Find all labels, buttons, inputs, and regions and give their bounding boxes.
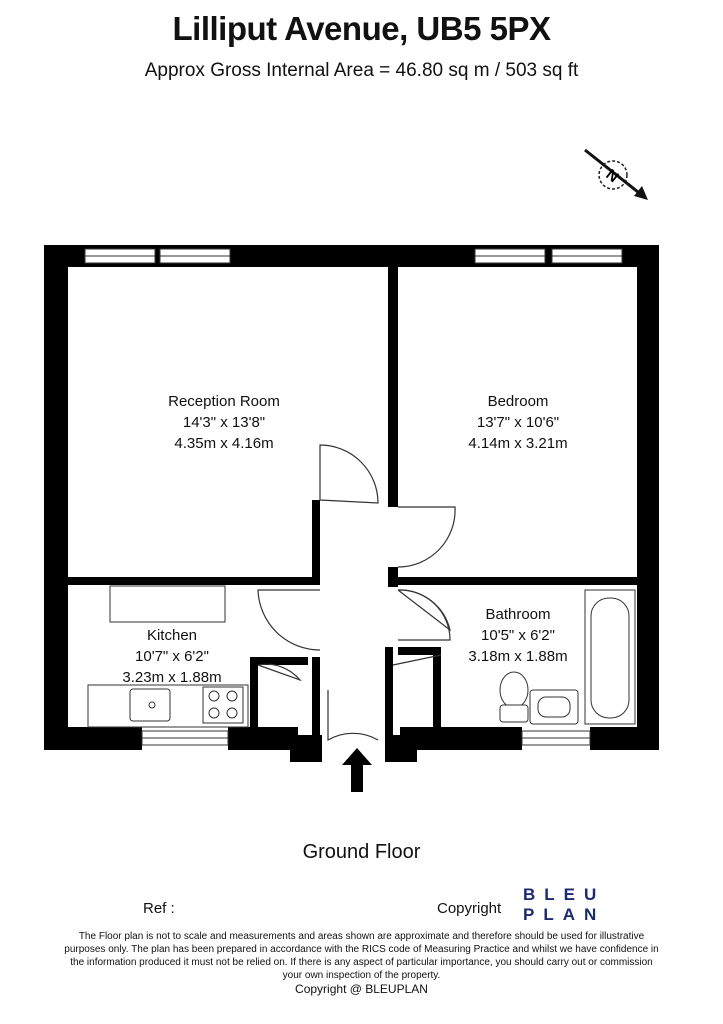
compass-icon: N <box>584 148 648 200</box>
windows <box>84 248 623 746</box>
door-swings <box>257 444 456 742</box>
room-labels: Reception Room 14'3" x 13'8" 4.35m x 4.1… <box>122 393 567 686</box>
kitchen-metric: 3.23m x 1.88m <box>122 669 221 686</box>
disclaimer-text: The Floor plan is not to scale and measu… <box>64 931 659 981</box>
plan-title: Lilliput Avenue, UB5 5PX <box>172 10 551 47</box>
bathroom-imperial: 10'5" x 6'2" <box>481 627 555 644</box>
kitchen-imperial: 10'7" x 6'2" <box>135 648 209 665</box>
hob-icon <box>202 686 244 724</box>
kitchen-fixtures <box>87 585 249 728</box>
floor-plan: N <box>44 148 659 792</box>
area-subtitle: Approx Gross Internal Area = 46.80 sq m … <box>144 60 579 81</box>
internal-walls <box>68 267 637 737</box>
bathroom-metric: 3.18m x 1.88m <box>468 648 567 665</box>
compass-label: N <box>603 166 622 186</box>
logo-line-1: BLEU <box>523 885 606 904</box>
kitchen-name: Kitchen <box>147 627 197 644</box>
bathroom-fixtures <box>499 589 636 725</box>
worktop <box>109 585 226 623</box>
logo-line-2: PLAN <box>523 905 606 924</box>
copyright-label: Copyright <box>437 900 502 917</box>
bedroom-name: Bedroom <box>488 393 549 410</box>
reception-imperial: 14'3" x 13'8" <box>183 414 265 431</box>
toilet-icon <box>499 671 529 709</box>
bathroom-name: Bathroom <box>485 606 550 623</box>
outer-walls <box>44 245 659 762</box>
bedroom-imperial: 13'7" x 10'6" <box>477 414 559 431</box>
entrance-arrow-icon <box>342 748 372 792</box>
bedroom-metric: 4.14m x 3.21m <box>468 435 567 452</box>
bleuplan-logo: BLEU PLAN <box>523 885 605 925</box>
floor-label: Ground Floor <box>302 841 421 863</box>
reception-name: Reception Room <box>168 393 280 410</box>
reception-metric: 4.35m x 4.16m <box>174 435 273 452</box>
ref-label: Ref : <box>143 900 175 917</box>
copyright-footer: Copyright @ BLEUPLAN <box>295 982 428 996</box>
